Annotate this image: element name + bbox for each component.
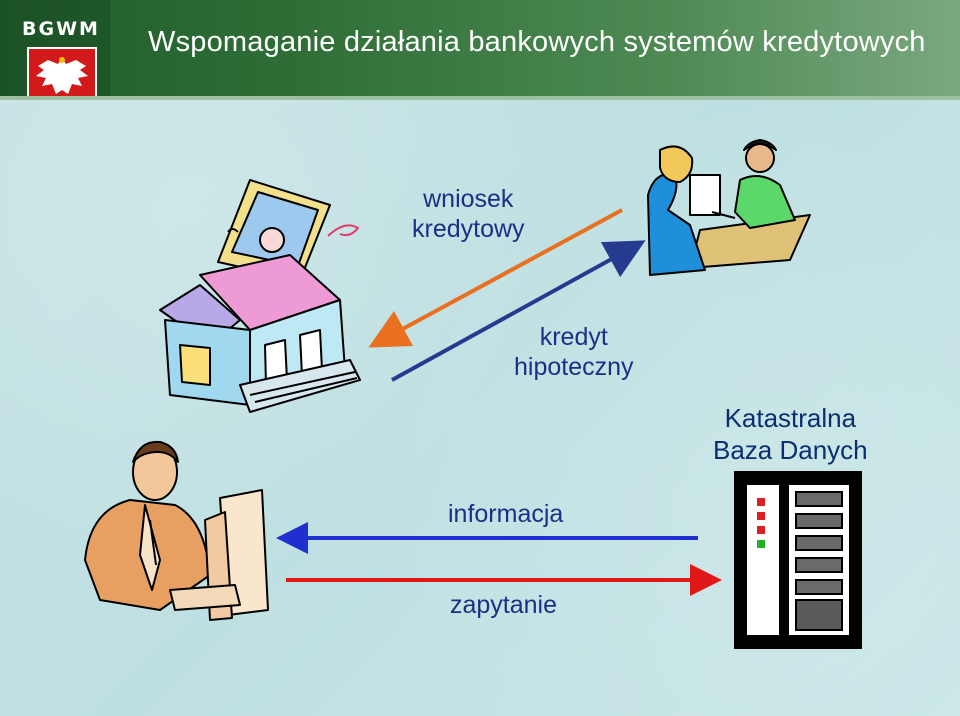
database-server-icon xyxy=(735,472,861,648)
bank-building-illustration xyxy=(160,180,360,412)
loan-application-line-2: kredytowy xyxy=(412,214,525,244)
analyst-at-computer-illustration xyxy=(85,442,268,620)
database-line-1: Katastralna xyxy=(713,402,868,434)
database-label: Katastralna Baza Danych xyxy=(713,402,868,466)
mortgage-line-1: kredyt xyxy=(514,322,634,352)
bank-officers-illustration xyxy=(648,140,810,275)
information-label: informacja xyxy=(448,499,563,529)
mortgage-line-2: hipoteczny xyxy=(514,352,634,382)
loan-application-label: wniosek kredytowy xyxy=(412,184,525,244)
query-label: zapytanie xyxy=(450,590,557,620)
loan-application-line-1: wniosek xyxy=(412,184,525,214)
database-line-2: Baza Danych xyxy=(713,434,868,466)
mortgage-label: kredyt hipoteczny xyxy=(514,322,634,382)
